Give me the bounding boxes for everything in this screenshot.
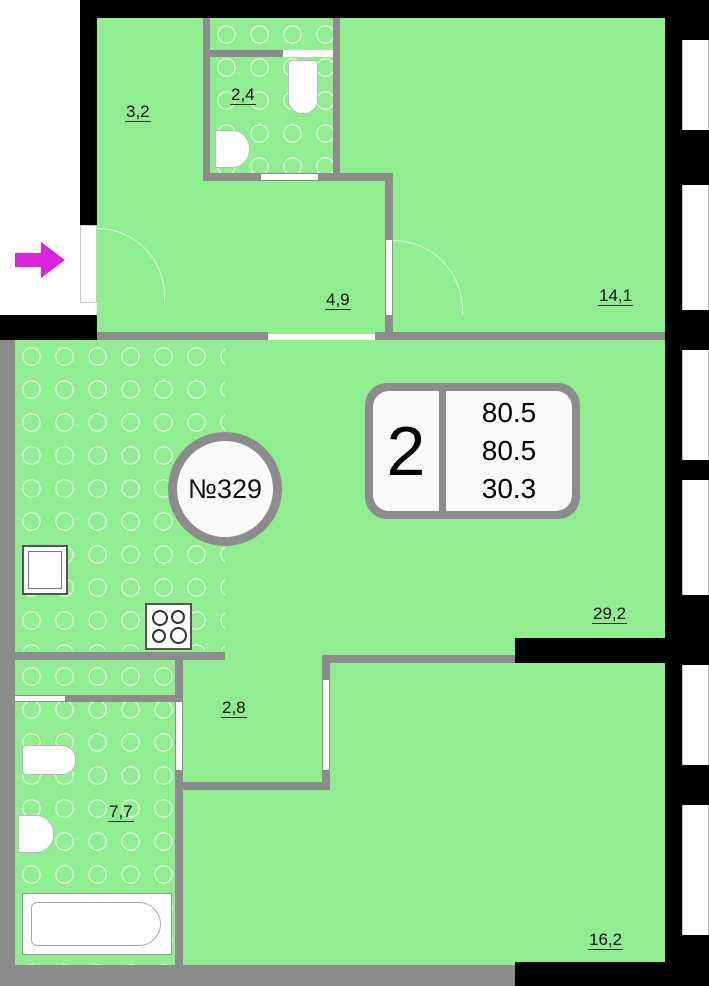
apartment-badge: №329 xyxy=(168,432,282,546)
wall xyxy=(203,18,210,180)
outer-wall-segment xyxy=(515,638,665,663)
outer-wall-entry xyxy=(80,0,97,225)
sink-icon xyxy=(22,545,68,595)
vent-panel xyxy=(15,696,65,701)
washbasin-icon xyxy=(215,130,250,168)
room-area-bathroom: 7,7 xyxy=(108,802,134,822)
entry-arrow-icon xyxy=(15,242,65,278)
living-area: 30.3 xyxy=(481,473,537,504)
room-area-bedroom-2: 16,2 xyxy=(588,930,624,950)
area-secondary: 80.5 xyxy=(481,435,537,466)
wall xyxy=(333,18,340,178)
entry-door[interactable] xyxy=(80,225,97,303)
window xyxy=(682,185,709,310)
washbasin-icon xyxy=(18,815,54,853)
bedroom-2-door[interactable] xyxy=(323,680,329,770)
outer-wall-top xyxy=(80,0,680,18)
window xyxy=(682,665,709,765)
wall xyxy=(183,782,330,790)
summary-box: 2 80.5 80.5 30.3 xyxy=(365,383,580,519)
outer-wall-left xyxy=(0,340,15,986)
room-area-wc: 2,4 xyxy=(230,85,256,105)
wall xyxy=(15,695,175,702)
room-area-bedroom-1: 14,1 xyxy=(598,286,634,306)
toilet-icon xyxy=(22,745,76,775)
outer-wall-bottom-right xyxy=(515,962,665,986)
bathroom-door[interactable] xyxy=(176,702,182,770)
wc-door[interactable] xyxy=(261,174,318,180)
stove-icon xyxy=(145,603,192,650)
bedroom-1-door[interactable] xyxy=(386,240,392,315)
window xyxy=(682,805,709,935)
room-area-corridor: 4,9 xyxy=(325,290,351,310)
outer-wall-bottom xyxy=(0,965,515,986)
room-area-living-kitchen: 29,2 xyxy=(592,604,628,624)
vent-panel xyxy=(283,50,333,57)
toilet-icon xyxy=(288,60,318,114)
wall xyxy=(322,655,515,663)
window xyxy=(682,350,709,460)
total-area: 80.5 xyxy=(481,397,537,428)
room-area-hall: 3,2 xyxy=(125,102,151,122)
room-area-corridor-2: 2,8 xyxy=(221,698,247,718)
window xyxy=(682,40,709,130)
bathtub-icon xyxy=(22,893,172,955)
wall xyxy=(15,652,225,660)
window xyxy=(682,480,709,595)
outer-wall-corner xyxy=(0,315,97,340)
room-count: 2 xyxy=(373,391,439,511)
apartment-number: №329 xyxy=(177,441,273,537)
wall xyxy=(175,660,183,965)
wall xyxy=(97,332,268,340)
wall xyxy=(210,50,333,57)
wall xyxy=(375,332,665,340)
